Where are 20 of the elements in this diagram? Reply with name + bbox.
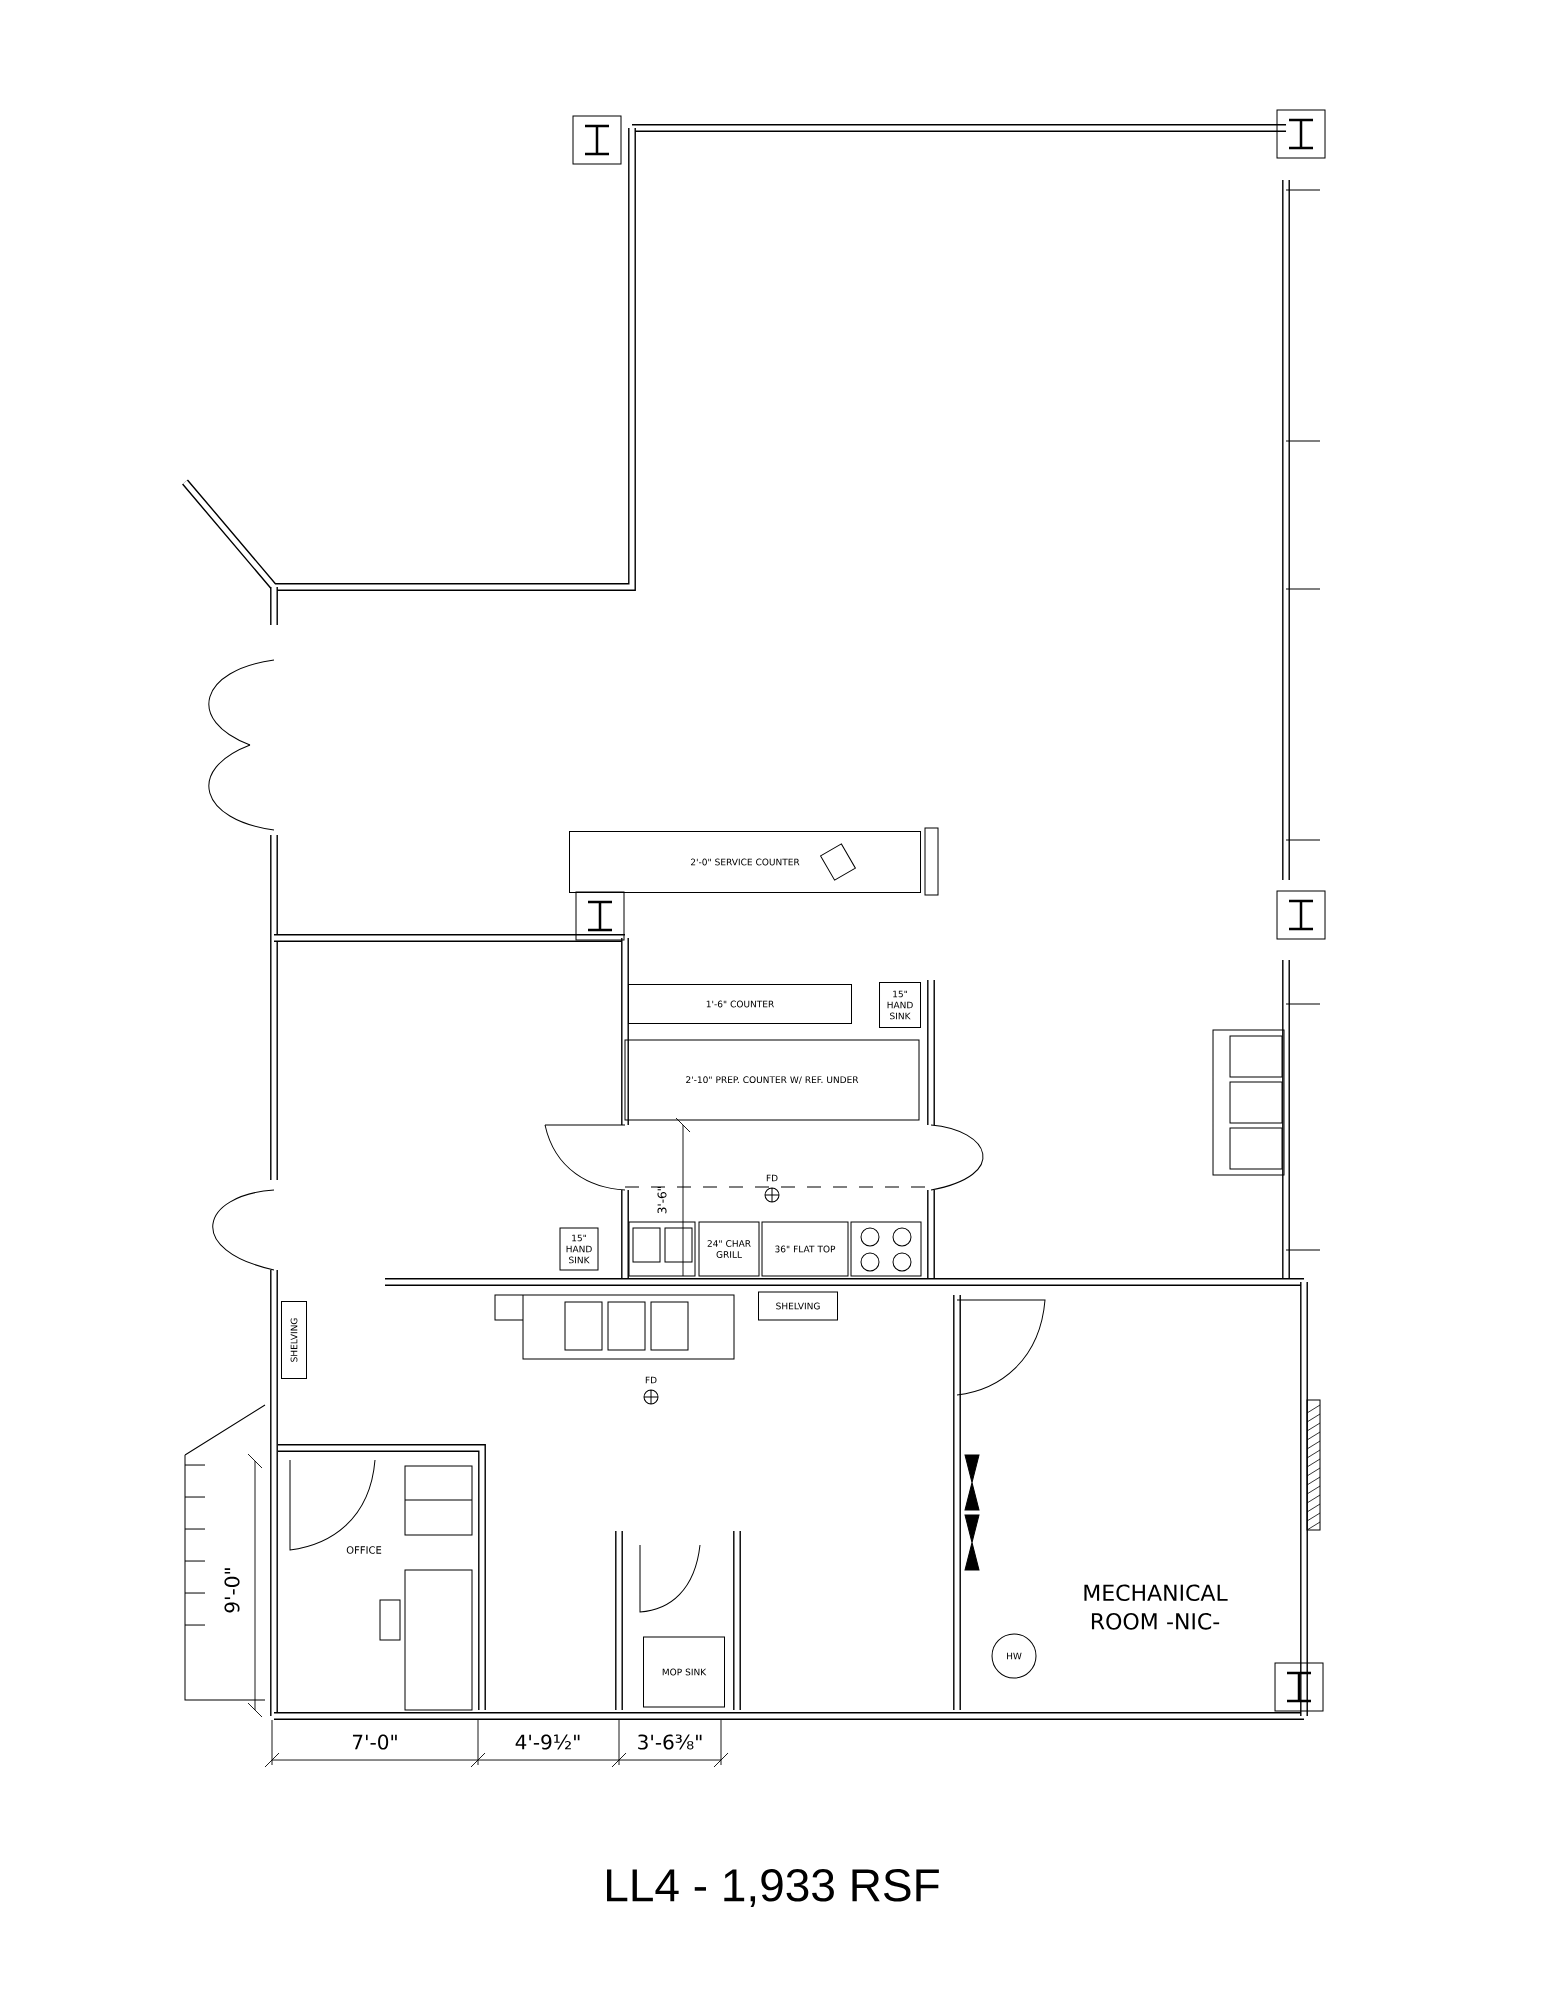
floor-drain-label: FD bbox=[766, 1174, 778, 1182]
flat-top-box: 36" FLAT TOP bbox=[761, 1221, 849, 1277]
shelving-box: SHELVING bbox=[758, 1291, 838, 1321]
room-label: OFFICE bbox=[346, 1546, 382, 1554]
sink-box: 15" HAND SINK bbox=[879, 982, 921, 1028]
dimension-label: 9'-0" bbox=[224, 1568, 240, 1613]
grill-box: 24" CHAR GRILL bbox=[698, 1221, 760, 1277]
dimension-label: 7'-0" bbox=[352, 1734, 397, 1750]
dimension-label: 3'-6" bbox=[657, 1186, 667, 1214]
counter-box: 2'-10" PREP. COUNTER W/ REF. UNDER bbox=[624, 1039, 920, 1121]
room-label: MECHANICAL ROOM -NIC- bbox=[1084, 1584, 1228, 1630]
sink-box: 15" HAND SINK bbox=[559, 1227, 599, 1271]
caption: LL4 - 1,933 RSF bbox=[607, 1869, 939, 1907]
dimension-label: 4'-9½" bbox=[515, 1734, 580, 1750]
dimension-label: 3'-6⅜" bbox=[638, 1734, 702, 1750]
sink-box: MOP SINK bbox=[643, 1636, 725, 1708]
counter-box: 2'-0" SERVICE COUNTER bbox=[569, 831, 921, 893]
shelving-box: SHELVING bbox=[281, 1301, 307, 1379]
counter-box: 1'-6" COUNTER bbox=[628, 984, 852, 1024]
floor-drain-label: FD bbox=[645, 1376, 657, 1384]
